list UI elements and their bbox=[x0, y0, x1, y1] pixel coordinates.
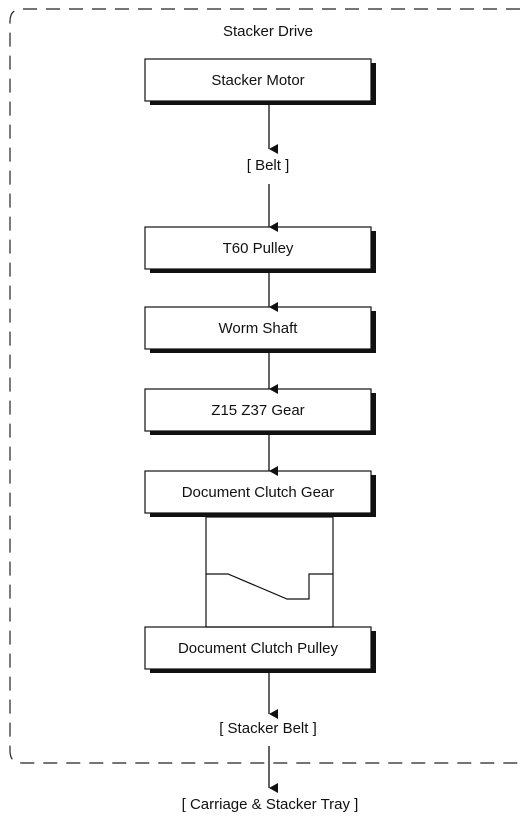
stacker-drive-group-boundary bbox=[9, 8, 520, 764]
document-clutch-gear-label: Document Clutch Gear bbox=[181, 483, 335, 501]
document-clutch-pulley-label: Document Clutch Pulley bbox=[177, 639, 339, 657]
worm-shaft-label: Worm Shaft bbox=[218, 319, 298, 337]
z15-z37-gear-box bbox=[144, 388, 372, 432]
worm-shaft-box bbox=[144, 306, 372, 350]
group-label-stacker-drive: Stacker Drive bbox=[222, 23, 314, 40]
z15-z37-gear-label: Z15 Z37 Gear bbox=[211, 401, 305, 419]
stacker-motor-box bbox=[144, 58, 372, 102]
document-clutch-pulley-box bbox=[144, 626, 372, 670]
t60-pulley-label: T60 Pulley bbox=[222, 239, 294, 257]
document-clutch-gear-box bbox=[144, 470, 372, 514]
belt-label: [ Belt ] bbox=[246, 157, 290, 174]
stacker-belt-label: [ Stacker Belt ] bbox=[219, 720, 317, 737]
t60-pulley-box bbox=[144, 226, 372, 270]
clutch-mechanism bbox=[205, 516, 334, 628]
stacker-motor-label: Stacker Motor bbox=[211, 71, 305, 89]
box-shadows bbox=[150, 63, 376, 673]
carriage-stacker-tray-label: [ Carriage & Stacker Tray ] bbox=[181, 796, 359, 813]
